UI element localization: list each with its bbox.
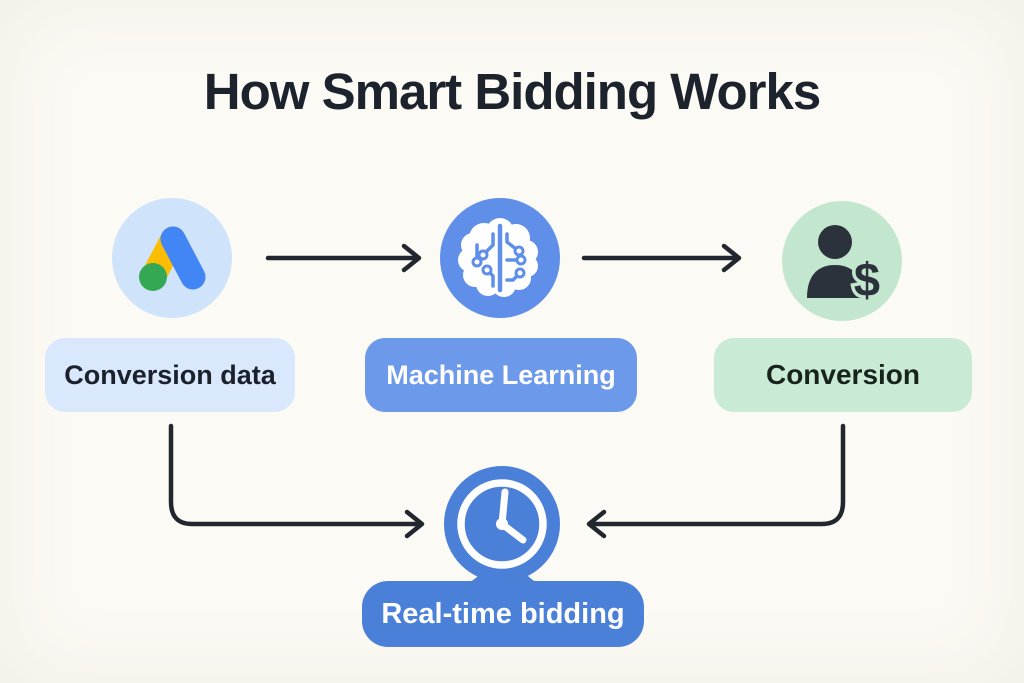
- diagram-title: How Smart Bidding Works: [203, 63, 821, 120]
- arrow-ml-to-conversion: [581, 243, 742, 273]
- google-ads-icon: [112, 198, 232, 318]
- node-machine-learning-label: Machine Learning: [386, 359, 616, 390]
- node-conversion-data: Conversion data: [45, 338, 295, 412]
- person-dollar-glyph: $: [807, 225, 884, 310]
- arrow-conversion-to-realtime: [586, 423, 846, 539]
- clock-glyph: [457, 479, 547, 569]
- brain-circuit-glyph: [458, 218, 538, 297]
- clock-icon: [444, 466, 560, 582]
- dollar-symbol: $: [854, 253, 880, 306]
- node-conversion: Conversion: [714, 338, 972, 412]
- person-dollar-icon: $: [782, 201, 902, 321]
- node-real-time-bidding: Real-time bidding: [362, 581, 644, 647]
- node-conversion-label: Conversion: [765, 359, 921, 390]
- node-conversion-data-label: Conversion data: [64, 359, 276, 390]
- node-real-time-bidding-label: Real-time bidding: [381, 597, 625, 630]
- arrow-ads-to-ml: [265, 243, 422, 273]
- brain-circuit-icon: [440, 198, 560, 318]
- arrow-conversion-data-to-realtime: [168, 423, 425, 539]
- google-ads-logo: [139, 226, 206, 291]
- node-machine-learning: Machine Learning: [365, 338, 637, 412]
